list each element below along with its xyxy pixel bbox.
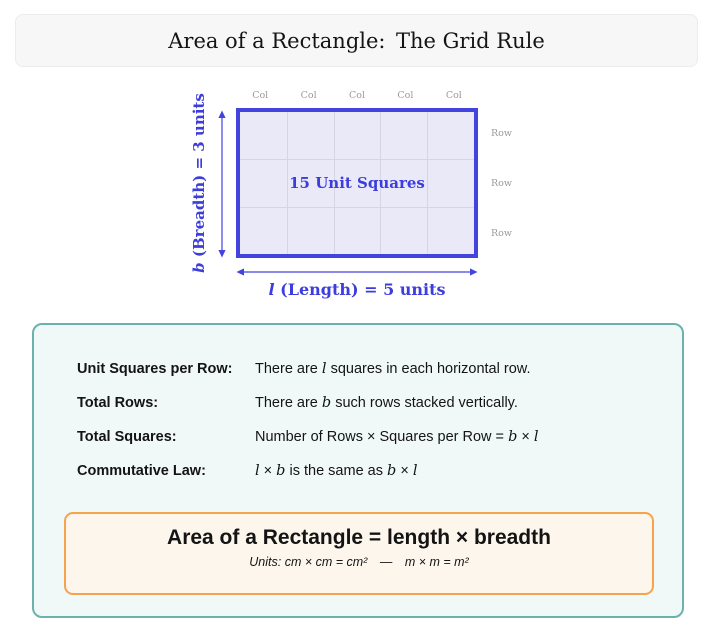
unit-square-cell xyxy=(240,206,287,254)
unit-square-cell xyxy=(240,159,287,206)
text-run: There are xyxy=(255,395,322,411)
fact-row: Total Squares: Number of Rows × Squares p… xyxy=(77,427,657,448)
text-run: (Length) = 5 units xyxy=(274,280,446,299)
fact-label: Total Squares: xyxy=(77,429,177,445)
unit-square-cell xyxy=(286,112,334,160)
formula-headline: Area of a Rectangle = length × breadth xyxy=(167,526,551,549)
math-var: l xyxy=(255,463,260,479)
row-label: Row xyxy=(491,177,513,189)
formula-box: Area of a Rectangle = length × breadth U… xyxy=(64,512,654,595)
math-var: b xyxy=(190,262,208,273)
breadth-label: b (Breadth) = 3 units xyxy=(190,88,210,278)
col-label: Col xyxy=(252,90,269,101)
fact-label: Total Rows: xyxy=(77,395,159,411)
unit-square-cell xyxy=(380,112,427,160)
col-label: Col xyxy=(445,90,462,101)
col-label: Col xyxy=(349,90,366,101)
text-run: × xyxy=(396,463,413,479)
unit-square-cell xyxy=(380,159,428,207)
page-title: Area of a Rectangle: The Grid Rule xyxy=(168,28,545,53)
row-label: Row xyxy=(491,227,513,239)
unit-squares-count-label: 15 Unit Squares xyxy=(289,174,425,192)
text-run: squares in each horizontal row. xyxy=(326,361,531,377)
text-run: There are xyxy=(255,361,322,377)
math-var: l xyxy=(268,280,275,299)
fact-description: There are l squares in each horizontal r… xyxy=(255,359,657,380)
text-run: such rows stacked vertically. xyxy=(331,395,518,411)
math-var: b xyxy=(276,463,286,479)
breadth-dimension-arrow xyxy=(218,110,226,258)
explanation-panel: Unit Squares per Row: There are l squares… xyxy=(32,323,684,618)
text-run: is the same as xyxy=(285,463,388,479)
math-var: l xyxy=(412,463,418,479)
fact-description: There are b such rows stacked vertically… xyxy=(255,393,657,414)
fact-label: Unit Squares per Row: xyxy=(77,361,233,377)
unit-square-cell xyxy=(333,159,381,207)
math-var: l xyxy=(321,361,327,377)
title-box: Area of a Rectangle: The Grid Rule xyxy=(15,14,698,67)
text-run: Number of Rows × Squares per Row = xyxy=(255,429,509,445)
fact-row: Unit Squares per Row: There are l squares… xyxy=(77,359,657,380)
unit-square-cell xyxy=(286,159,334,207)
unit-square-cell xyxy=(427,206,474,254)
fact-description: Number of Rows × Squares per Row = b × l xyxy=(255,427,657,448)
fact-description: l × b is the same as b × l xyxy=(255,461,657,482)
unit-square-cell xyxy=(380,206,428,254)
col-label: Col xyxy=(300,90,317,101)
math-var: b xyxy=(508,429,518,445)
text-run: × xyxy=(517,429,534,445)
col-label: Col xyxy=(397,90,414,101)
column-labels: Col Col Col Col Col xyxy=(236,90,478,101)
math-var: l xyxy=(533,429,539,445)
unit-square-cell xyxy=(286,206,334,254)
unit-square-cell xyxy=(333,206,381,254)
unit-square-cell xyxy=(427,112,474,160)
fact-row: Total Rows: There are b such rows stacked… xyxy=(77,393,657,414)
fact-label: Commutative Law: xyxy=(77,463,206,479)
text-run: × xyxy=(259,463,277,479)
text-run: (Breadth) = 3 units xyxy=(190,93,208,263)
unit-grid-rectangle xyxy=(236,108,478,258)
unit-square-cell xyxy=(333,112,381,160)
formula-units-line: Units: cm × cm = cm² — m × m = m² xyxy=(249,555,469,569)
math-var: b xyxy=(387,463,397,479)
facts-list: Unit Squares per Row: There are l squares… xyxy=(77,359,657,495)
fact-row: Commutative Law: l × b is the same as b ×… xyxy=(77,461,657,482)
unit-square-cell xyxy=(427,159,474,207)
length-dimension-arrow xyxy=(236,268,478,276)
math-var: b xyxy=(321,395,332,411)
row-label: Row xyxy=(491,127,513,139)
length-label: l (Length) = 5 units xyxy=(236,280,478,299)
